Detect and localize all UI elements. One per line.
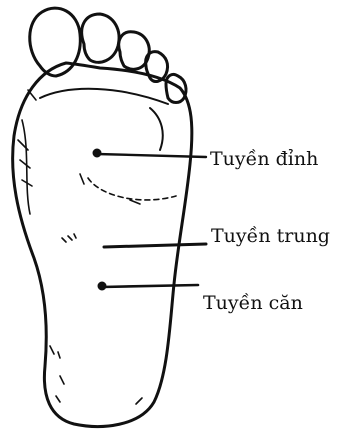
toe-2 [82, 14, 119, 62]
label-tuyen-trung: Tuyền trung [211, 227, 330, 246]
label-tuyen-can: Tuyền căn [203, 294, 303, 313]
ball-crease [40, 89, 168, 104]
label-tuyen-dinh: Tuyền đỉnh [210, 150, 318, 169]
leader-line-can [102, 285, 198, 287]
leader-line-trung [104, 244, 206, 247]
toe-5 [166, 74, 186, 102]
